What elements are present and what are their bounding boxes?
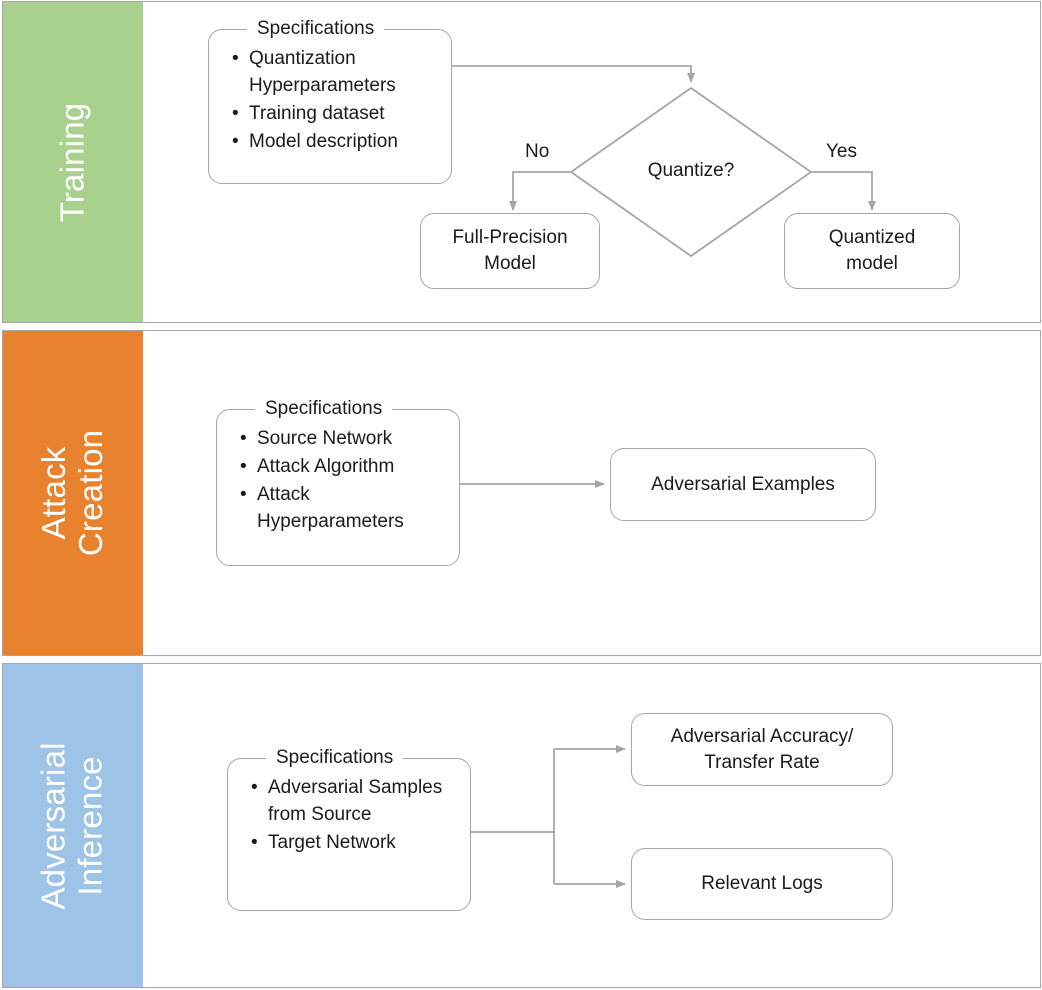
stage-band-attack-creation: Attack Creation: [3, 331, 143, 655]
node-adversarial-accuracy-transfer-rate[interactable]: Adversarial Accuracy/ Transfer Rate: [631, 713, 893, 786]
node-full-precision-model[interactable]: Full-Precision Model: [420, 213, 600, 289]
specifications-fieldset-training: Specifications Quantization Hyperparamet…: [208, 18, 452, 184]
list-item: Quantization Hyperparameters: [232, 46, 441, 100]
stage-band-adversarial-inference: Adversarial Inference: [3, 664, 143, 987]
edge-label-yes: Yes: [826, 141, 857, 162]
list-item: Attack Hyperparameters: [240, 482, 449, 536]
specifications-group-inference[interactable]: Specifications Adversarial Samples from …: [227, 747, 471, 911]
list-item: Source Network: [240, 426, 449, 453]
stage-band-training-label: Training: [53, 102, 91, 222]
edge-label-no: No: [525, 141, 550, 162]
node-quantized-model[interactable]: Quantized model: [784, 213, 960, 289]
specifications-group-attack[interactable]: Specifications Source Network Attack Alg…: [216, 398, 460, 566]
section-adversarial-inference: Adversarial Inference: [2, 663, 1041, 988]
specifications-list-training: Quantization Hyperparameters Training da…: [209, 46, 451, 156]
node-relevant-logs[interactable]: Relevant Logs: [631, 848, 893, 920]
specifications-legend-training: Specifications: [257, 18, 375, 39]
specifications-fieldset-attack: Specifications Source Network Attack Alg…: [216, 398, 460, 566]
specifications-list-inference: Adversarial Samples from Source Target N…: [228, 775, 470, 857]
stage-band-adversarial-inference-label: Adversarial Inference: [35, 741, 110, 910]
specifications-list-attack: Source Network Attack Algorithm Attack H…: [217, 426, 459, 536]
specifications-group-training[interactable]: Specifications Quantization Hyperparamet…: [208, 18, 452, 184]
section-attack-creation: Attack Creation: [2, 330, 1041, 656]
stage-band-attack-creation-label: Attack Creation: [35, 429, 109, 557]
decision-label-quantize: Quantize?: [647, 160, 735, 181]
list-item: Attack Algorithm: [240, 454, 449, 481]
list-item: Training dataset: [232, 101, 441, 128]
specifications-fieldset-inference: Specifications Adversarial Samples from …: [227, 747, 471, 911]
list-item: Model description: [232, 129, 441, 156]
stage-band-training: Training: [3, 2, 143, 322]
list-item: Target Network: [251, 830, 460, 857]
list-item: Adversarial Samples from Source: [251, 775, 460, 829]
node-adversarial-examples[interactable]: Adversarial Examples: [610, 448, 876, 521]
specifications-legend-inference: Specifications: [276, 747, 394, 768]
specifications-legend-attack: Specifications: [265, 398, 383, 419]
